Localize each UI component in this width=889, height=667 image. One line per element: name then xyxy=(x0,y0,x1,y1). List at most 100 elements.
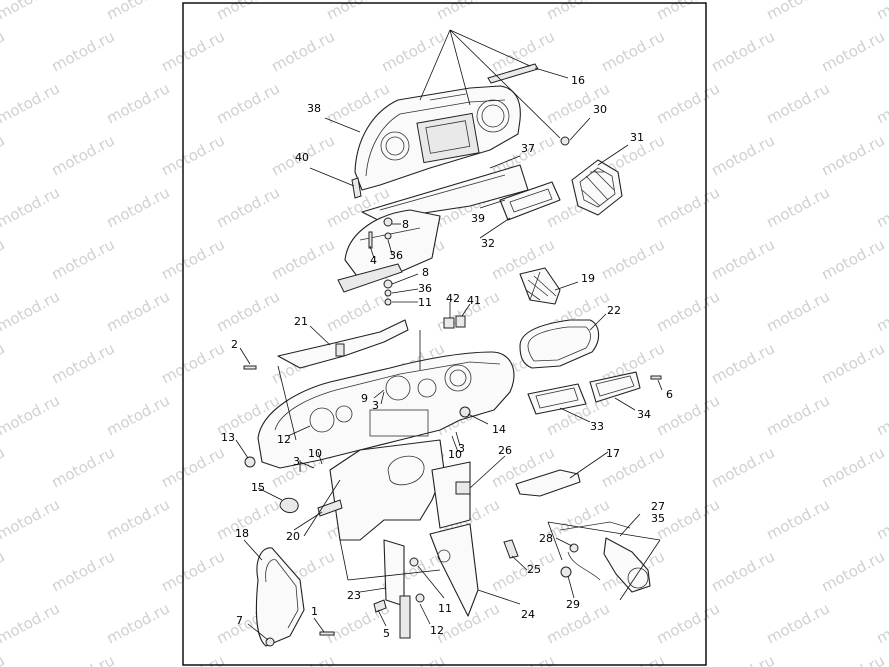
watermark-text: motod.ru xyxy=(818,651,887,667)
callout-37: 37 xyxy=(521,142,535,155)
watermark-text: motod.ru xyxy=(158,235,227,283)
nut-14 xyxy=(459,406,471,418)
watermark-text: motod.ru xyxy=(103,391,172,439)
callout-11: 11 xyxy=(438,602,452,615)
trim-ring-33 xyxy=(527,383,587,415)
socket-29 xyxy=(560,566,572,578)
callout-3: 3 xyxy=(293,455,300,468)
watermark-text: motod.ru xyxy=(763,0,832,24)
watermark-text: motod.ru xyxy=(653,79,722,127)
watermark-text: motod.ru xyxy=(763,391,832,439)
inner-fairing-panel xyxy=(257,351,515,469)
watermark-text: motod.ru xyxy=(653,599,722,647)
watermark-text: motod.ru xyxy=(0,0,63,24)
watermark-text: motod.ru xyxy=(0,235,8,283)
watermark-text: motod.ru xyxy=(488,547,557,595)
callout-10: 10 xyxy=(448,448,462,461)
callout-31: 31 xyxy=(630,131,644,144)
callout-21: 21 xyxy=(294,315,308,328)
callout-29: 29 xyxy=(566,598,580,611)
callout-24: 24 xyxy=(521,608,535,621)
clip-25 xyxy=(503,539,519,559)
trim-ring-34 xyxy=(589,371,641,403)
clip-15 xyxy=(279,497,299,513)
washer-36-upper xyxy=(384,232,392,240)
drawing-frame xyxy=(182,2,707,666)
callout-30: 30 xyxy=(593,103,607,116)
watermark-text: motod.ru xyxy=(763,599,832,647)
callout-11: 11 xyxy=(418,296,432,309)
watermark-text: motod.ru xyxy=(158,131,227,179)
screw-1 xyxy=(319,631,335,636)
watermark-text: motod.ru xyxy=(598,27,667,75)
callout-13: 13 xyxy=(221,431,235,444)
watermark-text: motod.ru xyxy=(818,443,887,491)
bracket-17 xyxy=(515,469,581,497)
watermark-text: motod.ru xyxy=(213,79,282,127)
watermark-text: motod.ru xyxy=(708,131,777,179)
upper-fairing-housing xyxy=(354,85,521,191)
watermark-text: motod.ru xyxy=(158,547,227,595)
watermark-text: motod.ru xyxy=(103,495,172,543)
watermark-text: motod.ru xyxy=(0,287,63,335)
callout-40: 40 xyxy=(295,151,309,164)
watermark-text: motod.ru xyxy=(103,0,172,24)
screw-6 xyxy=(650,375,662,380)
watermark-text: motod.ru xyxy=(48,547,117,595)
callout-17: 17 xyxy=(606,447,620,460)
small-fastener xyxy=(560,136,570,146)
callout-3: 3 xyxy=(372,399,379,412)
watermark-text: motod.ru xyxy=(873,599,889,647)
radio-bracket-frame xyxy=(499,181,561,221)
callout-8: 8 xyxy=(402,218,409,231)
callout-42: 42 xyxy=(446,292,460,305)
watermark-text: motod.ru xyxy=(708,339,777,387)
washer-36-lower xyxy=(384,289,392,297)
watermark-text: motod.ru xyxy=(763,183,832,231)
watermark-text: motod.ru xyxy=(0,391,63,439)
callout-34: 34 xyxy=(637,408,651,421)
callout-labels: 1 2 3 3 3 4 5 6 7 8 8 9 10 10 11 11 12 1… xyxy=(221,74,673,640)
watermark-text: motod.ru xyxy=(213,287,282,335)
watermark-text: motod.ru xyxy=(0,443,8,491)
watermark-text: motod.ru xyxy=(818,131,887,179)
callout-4: 4 xyxy=(370,254,377,267)
watermark-text: motod.ru xyxy=(543,495,612,543)
nut-11-lower xyxy=(409,557,419,567)
watermark-text: motod.ru xyxy=(0,547,8,595)
display-window-frame xyxy=(519,319,600,369)
watermark-text: motod.ru xyxy=(48,235,117,283)
watermark-text: motod.ru xyxy=(763,287,832,335)
callout-33: 33 xyxy=(590,420,604,433)
watermark-text: motod.ru xyxy=(598,235,667,283)
callout-27: 27 xyxy=(651,500,665,513)
watermark-text: motod.ru xyxy=(818,339,887,387)
callout-22: 22 xyxy=(607,304,621,317)
callout-10: 10 xyxy=(308,447,322,460)
watermark-text: motod.ru xyxy=(873,495,889,543)
bracket-24 xyxy=(429,523,479,617)
watermark-text: motod.ru xyxy=(158,27,227,75)
nut-13 xyxy=(244,456,256,468)
callout-8: 8 xyxy=(422,266,429,279)
callout-36: 36 xyxy=(418,282,432,295)
watermark-text: motod.ru xyxy=(0,79,63,127)
callout-19: 19 xyxy=(581,272,595,285)
callout-5: 5 xyxy=(383,627,390,640)
watermark-text: motod.ru xyxy=(103,183,172,231)
watermark-text: motod.ru xyxy=(653,183,722,231)
watermark-text: motod.ru xyxy=(158,443,227,491)
watermark-text: motod.ru xyxy=(48,651,117,667)
watermark-text: motod.ru xyxy=(708,651,777,667)
watermark-text: motod.ru xyxy=(873,287,889,335)
watermark-text: motod.ru xyxy=(0,339,8,387)
lower-inner-fairing xyxy=(329,439,471,541)
callout-32: 32 xyxy=(481,237,495,250)
callout-9: 9 xyxy=(361,392,368,405)
callout-23: 23 xyxy=(347,589,361,602)
watermark-text: motod.ru xyxy=(103,287,172,335)
watermark-text: motod.ru xyxy=(0,131,8,179)
watermark-text: motod.ru xyxy=(0,651,8,667)
watermark-text: motod.ru xyxy=(708,27,777,75)
